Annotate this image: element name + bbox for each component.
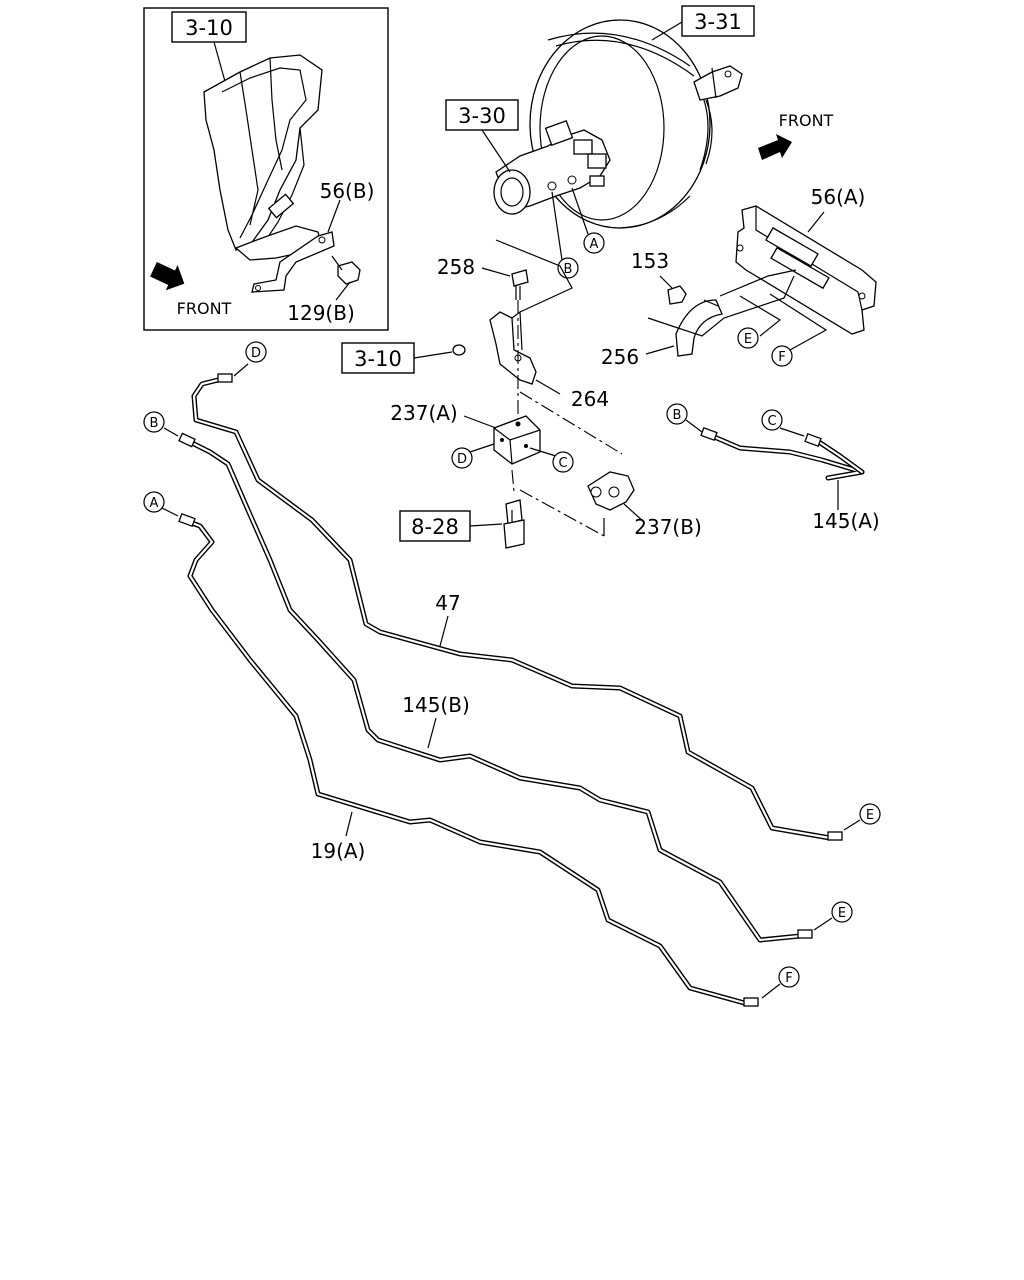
booster-ref-label: 3-31 [694,10,742,34]
svg-text:F: F [778,350,785,365]
inset-label-129b: 129(B) [287,301,355,325]
main-front-label: FRONT [779,111,834,130]
inset-panel: 3-10 56(B) 129(B) FRONT [143,7,389,331]
master-cylinder [493,119,611,215]
bolt-258 [511,269,529,287]
connector-a-master [583,232,605,254]
connector-d-pipe [245,341,267,363]
connector-e-pipe47 [859,803,881,825]
svg-text:A: A [150,496,159,511]
label-56a: 56(A) [811,185,866,209]
joint-237a [493,415,541,465]
bolt-153 [667,285,687,305]
svg-text:B: B [673,408,682,423]
connector-d-joint [451,447,473,469]
connector-b-master [557,257,579,279]
connector-a-pipe [143,491,165,513]
switch-ref-box [399,510,471,542]
switch-ref-label: 8-28 [411,515,459,539]
label-264: 264 [571,387,609,411]
bolt-129b [337,261,361,285]
pipe-145b [178,432,813,943]
label-153: 153 [631,249,669,273]
booster-ref-box [681,5,755,37]
inset-ref-label: 3-10 [185,16,233,40]
connector-c-145a [761,409,783,431]
svg-text:C: C [767,414,776,429]
pedal-bracket-drawing [203,54,361,293]
pipe-47 [191,373,843,841]
connector-b-145a [666,403,688,425]
bracket-264 [489,310,537,385]
front-arrow-icon [150,261,185,291]
label-47: 47 [435,591,460,615]
pipe-145a [700,427,865,481]
svg-text:F: F [785,971,792,986]
bracket-ref-label: 3-10 [354,347,402,371]
svg-text:B: B [564,262,573,277]
brake-switch [503,499,525,549]
pipe-19a [178,513,759,1007]
connector-f-bracket [771,345,793,367]
label-237a: 237(A) [390,401,457,425]
label-256: 256 [601,345,639,369]
svg-text:D: D [457,452,467,467]
connector-c-joint [552,451,574,473]
inset-label-56b: 56(B) [320,179,375,203]
label-145b: 145(B) [402,693,470,717]
label-19a: 19(A) [311,839,366,863]
svg-text:C: C [558,456,567,471]
front-arrow-icon [758,134,792,160]
svg-text:E: E [744,332,752,347]
joint-237b [587,471,635,511]
booster-clevis [693,65,743,101]
label-258: 258 [437,255,475,279]
svg-text:E: E [866,808,874,823]
svg-text:E: E [838,906,846,921]
svg-text:A: A [590,237,599,252]
connector-f-pipe [778,966,800,988]
svg-text:D: D [251,346,261,361]
connector-b-pipe [143,411,165,433]
connector-e-pipe145b [831,901,853,923]
inset-front-label: FRONT [177,299,232,318]
svg-text:B: B [150,416,159,431]
bracket-ref-box [341,342,415,374]
connector-e-bracket [737,327,759,349]
label-145a: 145(A) [812,509,879,533]
master-cyl-ref-label: 3-30 [458,104,506,128]
label-237b: 237(B) [634,515,702,539]
clip-256 [675,299,723,357]
inset-ref-box [171,11,247,43]
bracket-56a [735,205,877,335]
